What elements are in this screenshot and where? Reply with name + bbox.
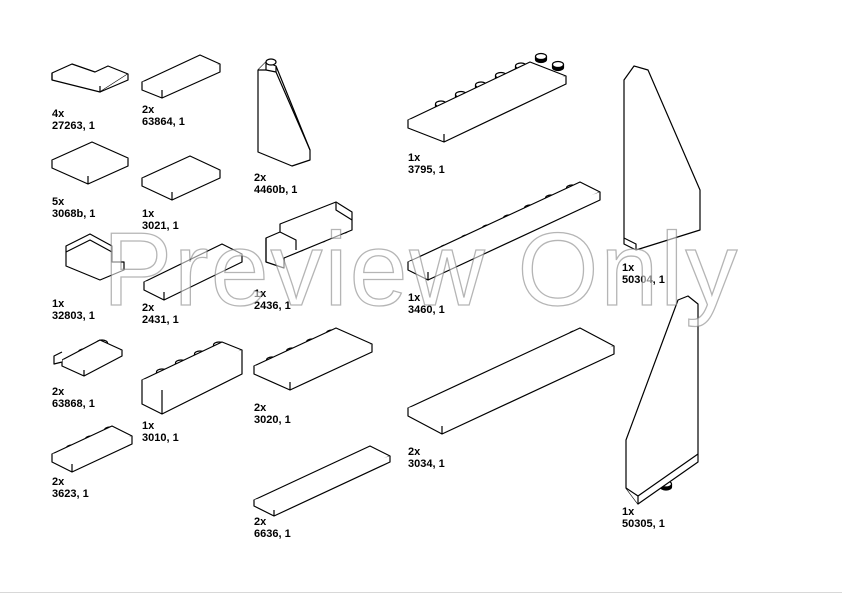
part-label-50304: 1x 50304, 1 — [622, 262, 665, 286]
part-label-3021: 1x 3021, 1 — [142, 208, 179, 232]
part-qty: 2x — [408, 446, 421, 458]
part-3460-drawing — [407, 181, 601, 281]
part-6636-drawing — [253, 445, 391, 517]
part-id: 3460, 1 — [408, 304, 445, 316]
stud-icon — [551, 60, 565, 72]
part-label-3623: 2x 3623, 1 — [52, 476, 89, 500]
part-label-27263: 4x 27263, 1 — [52, 108, 95, 132]
part-qty: 1x — [408, 152, 421, 164]
part-50304-drawing — [623, 65, 701, 251]
part-qty: 2x — [254, 172, 267, 184]
part-qty: 1x — [408, 292, 421, 304]
part-3010-drawing — [141, 341, 243, 415]
part-qty: 1x — [622, 506, 635, 518]
part-label-3010: 1x 3010, 1 — [142, 420, 179, 444]
part-id: 3623, 1 — [52, 488, 89, 500]
part-qty: 2x — [142, 104, 155, 116]
part-id: 3021, 1 — [142, 220, 179, 232]
part-qty: 4x — [52, 108, 65, 120]
part-63868-drawing — [53, 339, 123, 377]
part-3068b-drawing — [51, 141, 129, 185]
part-4460b-drawing — [257, 58, 311, 167]
part-id: 3034, 1 — [408, 458, 445, 470]
part-2431-drawing — [143, 243, 243, 301]
part-qty: 2x — [254, 402, 267, 414]
part-qty: 1x — [254, 288, 267, 300]
part-label-2431: 2x 2431, 1 — [142, 302, 179, 326]
part-50305-drawing — [625, 295, 699, 505]
part-id: 4460b, 1 — [254, 184, 298, 196]
part-id: 2431, 1 — [142, 314, 179, 326]
part-qty: 5x — [52, 196, 65, 208]
part-qty: 1x — [622, 262, 635, 274]
part-id: 2436, 1 — [254, 300, 291, 312]
part-label-2436: 1x 2436, 1 — [254, 288, 291, 312]
part-id: 3020, 1 — [254, 414, 291, 426]
part-id: 63864, 1 — [142, 116, 185, 128]
part-3795-drawing — [407, 61, 567, 143]
part-id: 50305, 1 — [622, 518, 665, 530]
part-id: 3010, 1 — [142, 432, 179, 444]
part-label-32803: 1x 32803, 1 — [52, 298, 95, 322]
part-qty: 1x — [142, 420, 155, 432]
part-qty: 1x — [52, 298, 65, 310]
part-63864-drawing — [141, 54, 221, 99]
part-32803-drawing — [65, 233, 125, 281]
part-id: 3795, 1 — [408, 164, 445, 176]
part-label-63868: 2x 63868, 1 — [52, 386, 95, 410]
part-2436-drawing — [265, 201, 353, 269]
page-divider — [0, 592, 842, 593]
part-label-3795: 1x 3795, 1 — [408, 152, 445, 176]
part-3034-drawing — [407, 327, 615, 435]
part-id: 6636, 1 — [254, 528, 291, 540]
part-3623-drawing — [51, 425, 133, 473]
part-label-3020: 2x 3020, 1 — [254, 402, 291, 426]
stud-icon — [534, 52, 548, 64]
part-3020-drawing — [253, 327, 373, 391]
part-label-3068b: 5x 3068b, 1 — [52, 196, 95, 220]
part-qty: 2x — [52, 386, 65, 398]
part-id: 63868, 1 — [52, 398, 95, 410]
part-id: 3068b, 1 — [52, 208, 96, 220]
part-qty: 2x — [142, 302, 155, 314]
part-qty: 2x — [254, 516, 267, 528]
part-qty: 1x — [142, 208, 155, 220]
part-label-3034: 2x 3034, 1 — [408, 446, 445, 470]
part-id: 32803, 1 — [52, 310, 95, 322]
part-27263-drawing — [51, 63, 129, 93]
part-label-50305: 1x 50305, 1 — [622, 506, 665, 530]
part-id: 27263, 1 — [52, 120, 95, 132]
part-label-3460: 1x 3460, 1 — [408, 292, 445, 316]
part-label-6636: 2x 6636, 1 — [254, 516, 291, 540]
part-id: 50304, 1 — [622, 274, 665, 286]
part-qty: 2x — [52, 476, 65, 488]
part-label-63864: 2x 63864, 1 — [142, 104, 185, 128]
part-3021-drawing — [141, 155, 221, 201]
part-label-4460b: 2x 4460b, 1 — [254, 172, 297, 196]
